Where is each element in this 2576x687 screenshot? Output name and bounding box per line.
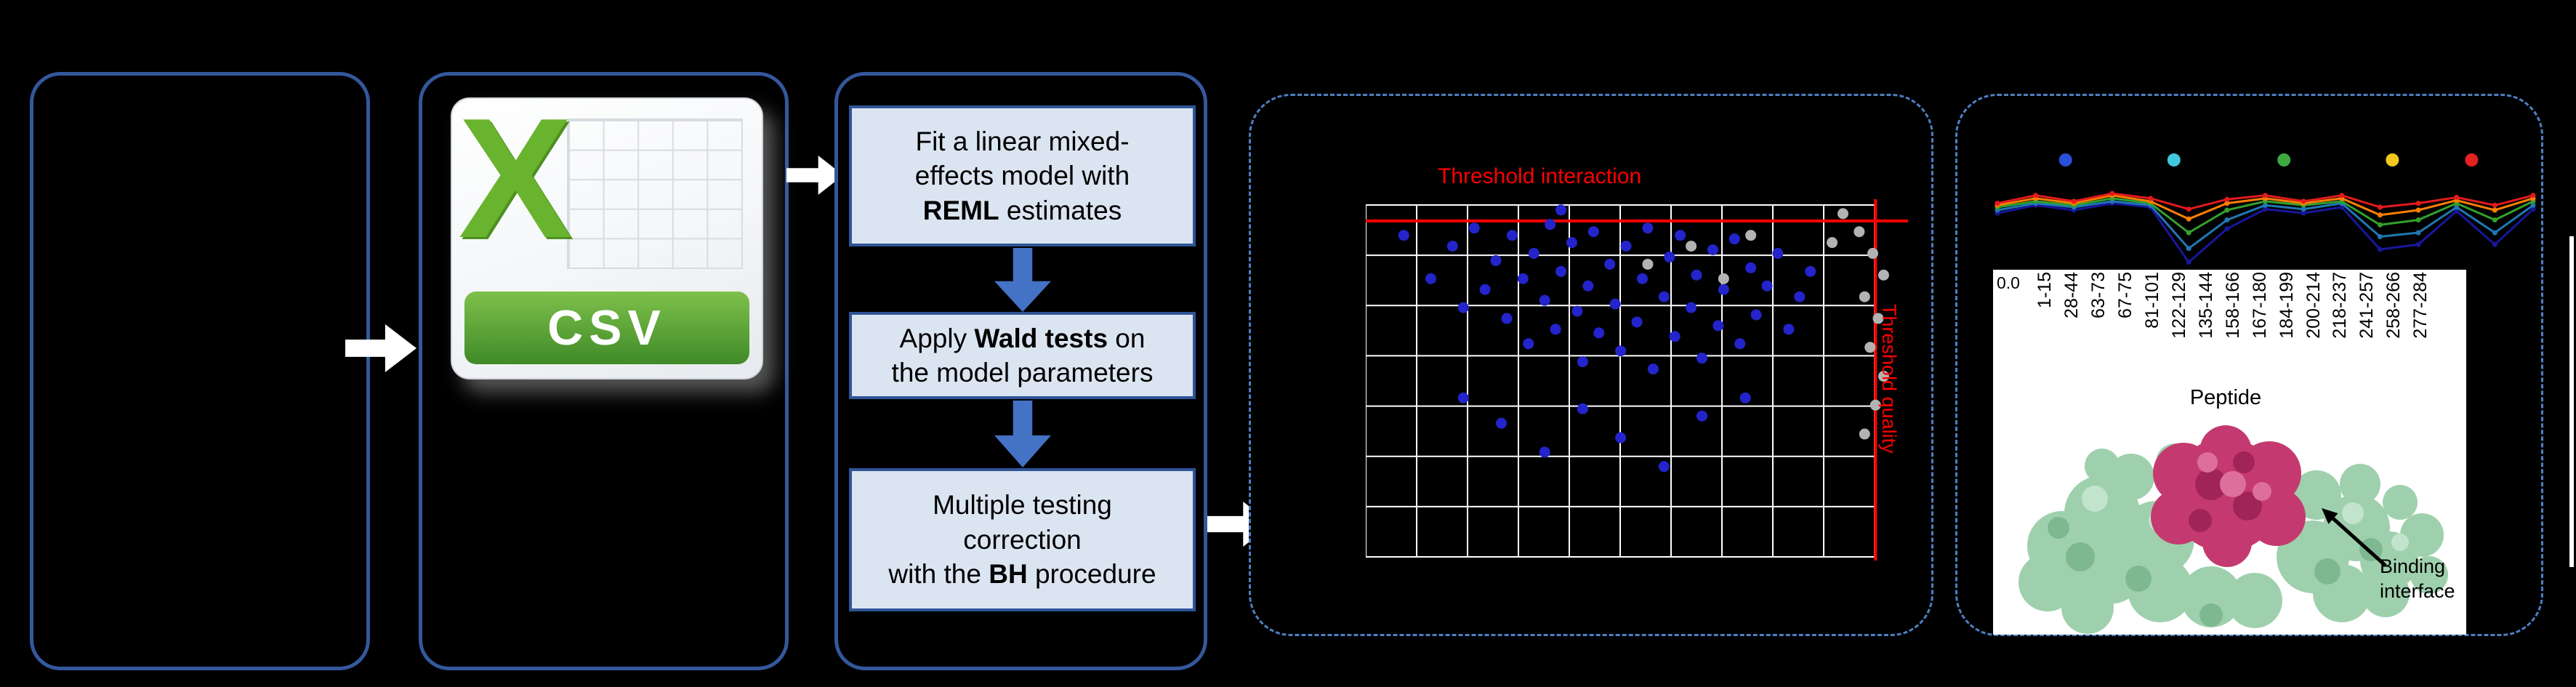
step-bh-line3: with the BH procedure (888, 559, 1156, 590)
binding-region-highlights (2197, 452, 2271, 501)
excel-x-letter: X (458, 82, 573, 274)
threshold-interaction-label: Threshold interaction (1438, 164, 1642, 188)
step-wald-box: Apply Wald tests on the model parameters (849, 312, 1196, 399)
binding-interface-label: Binding interface (2380, 555, 2455, 602)
peptide-tick-label: 218-237 (2330, 272, 2351, 339)
peptide-tick-label: 81-101 (2141, 272, 2162, 329)
protein-structure (2018, 425, 2448, 634)
peptide-tick-label: 200-214 (2303, 272, 2324, 339)
peptide-tick-label: 258-266 (2383, 272, 2404, 339)
step-bh-line2: correction (963, 524, 1082, 555)
panel-csv: X CSV (419, 72, 789, 670)
peptide-tick-label: 184-199 (2276, 272, 2297, 339)
peptide-tick-label: 28-44 (2061, 272, 2082, 318)
binding-region-shading (2189, 451, 2262, 532)
step-wald-line2: the model parameters (891, 358, 1154, 387)
protein-surface-green (2018, 443, 2448, 634)
step-reml-line3: REML estimates (922, 195, 1122, 225)
y-axis-tick: 0.0 (1997, 273, 2020, 292)
step-bh-box: Multiple testing correction with the BH … (849, 468, 1196, 611)
csv-file-icon: X CSV (451, 82, 763, 379)
peptide-line-chart (1995, 153, 2536, 265)
peptide-tick-label: 158-166 (2222, 272, 2243, 339)
peptide-tick-label: 1-15 (2034, 272, 2055, 309)
scatter-plot (1366, 199, 1908, 561)
panel-input (30, 72, 370, 670)
peptide-tick-label: 241-257 (2356, 272, 2378, 339)
peptide-tick-label: 135-144 (2195, 272, 2216, 339)
step-wald-line1: Apply Wald tests on (899, 323, 1146, 353)
peptide-tick-label: 67-75 (2114, 272, 2136, 318)
protein-surface-shading (2048, 517, 2383, 627)
peptide-tick-label: 277-284 (2410, 272, 2431, 339)
step-reml-box: Fit a linear mixed- effects model with R… (849, 105, 1196, 246)
binding-interface-arrow (2322, 508, 2387, 567)
peptide-axis-label: Peptide (2189, 386, 2262, 409)
threshold-quality-label: Threshold quality (1878, 304, 1900, 454)
step-reml-line2: effects model with (914, 161, 1130, 191)
spreadsheet-grid-icon (566, 118, 744, 270)
csv-label: CSV (547, 300, 667, 355)
peptide-tick-label: 122-129 (2168, 272, 2189, 339)
panel-scatter-results: Threshold interaction Threshold quality (1249, 94, 1933, 636)
csv-banner: CSV (464, 291, 749, 364)
step-bh-line1: Multiple testing (933, 490, 1112, 521)
step-reml-line1: Fit a linear mixed- (915, 126, 1130, 156)
csv-page: X CSV (451, 82, 763, 379)
right-edge-artifact (2569, 236, 2574, 567)
peptide-tick-label: 63-73 (2088, 272, 2109, 318)
peptide-tick-label: 167-180 (2249, 272, 2270, 339)
